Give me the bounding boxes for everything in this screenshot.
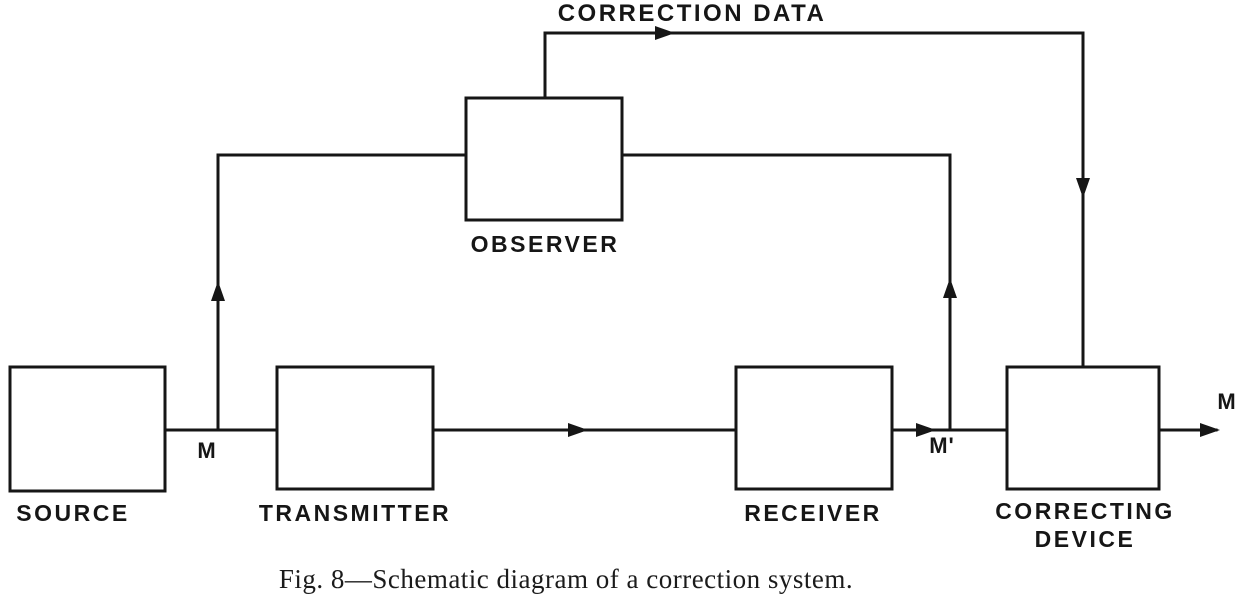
- transmitter-label: TRANSMITTER: [259, 500, 451, 526]
- observer-box: [464, 96, 624, 222]
- transmitter-box: [275, 365, 435, 491]
- receiver-label: RECEIVER: [744, 500, 882, 526]
- message-tap-to-observer-line: [216, 153, 468, 432]
- received-tap-to-observer-line: [620, 153, 952, 432]
- figure-caption: Fig. 8—Schematic diagram of a correction…: [279, 564, 853, 594]
- up-arrowhead-received-to-observer: [943, 278, 957, 298]
- observer-label: OBSERVER: [471, 231, 620, 257]
- up-arrowhead-message-to-observer: [211, 281, 225, 301]
- message-label: M: [197, 438, 216, 463]
- right-arrowhead-channel: [568, 423, 588, 437]
- received-message-label: M': [929, 433, 955, 458]
- correction-data-line: [543, 31, 1085, 369]
- correcting-device-label-line1: CORRECTING: [995, 498, 1175, 524]
- right-arrowhead-output: [1200, 423, 1220, 437]
- correcting-device-box: [1005, 365, 1161, 491]
- correcting-device-label-line2: DEVICE: [1035, 526, 1136, 552]
- right-arrowhead-received-message: [916, 423, 936, 437]
- output-message-label: M: [1217, 389, 1236, 414]
- receiver-box: [734, 365, 894, 491]
- source-box: [8, 365, 167, 493]
- down-arrowhead-correction-data: [1076, 178, 1090, 198]
- right-arrowhead-correction-data: [655, 26, 675, 40]
- source-label: SOURCE: [16, 500, 129, 526]
- correction-data-label: CORRECTION DATA: [558, 0, 827, 27]
